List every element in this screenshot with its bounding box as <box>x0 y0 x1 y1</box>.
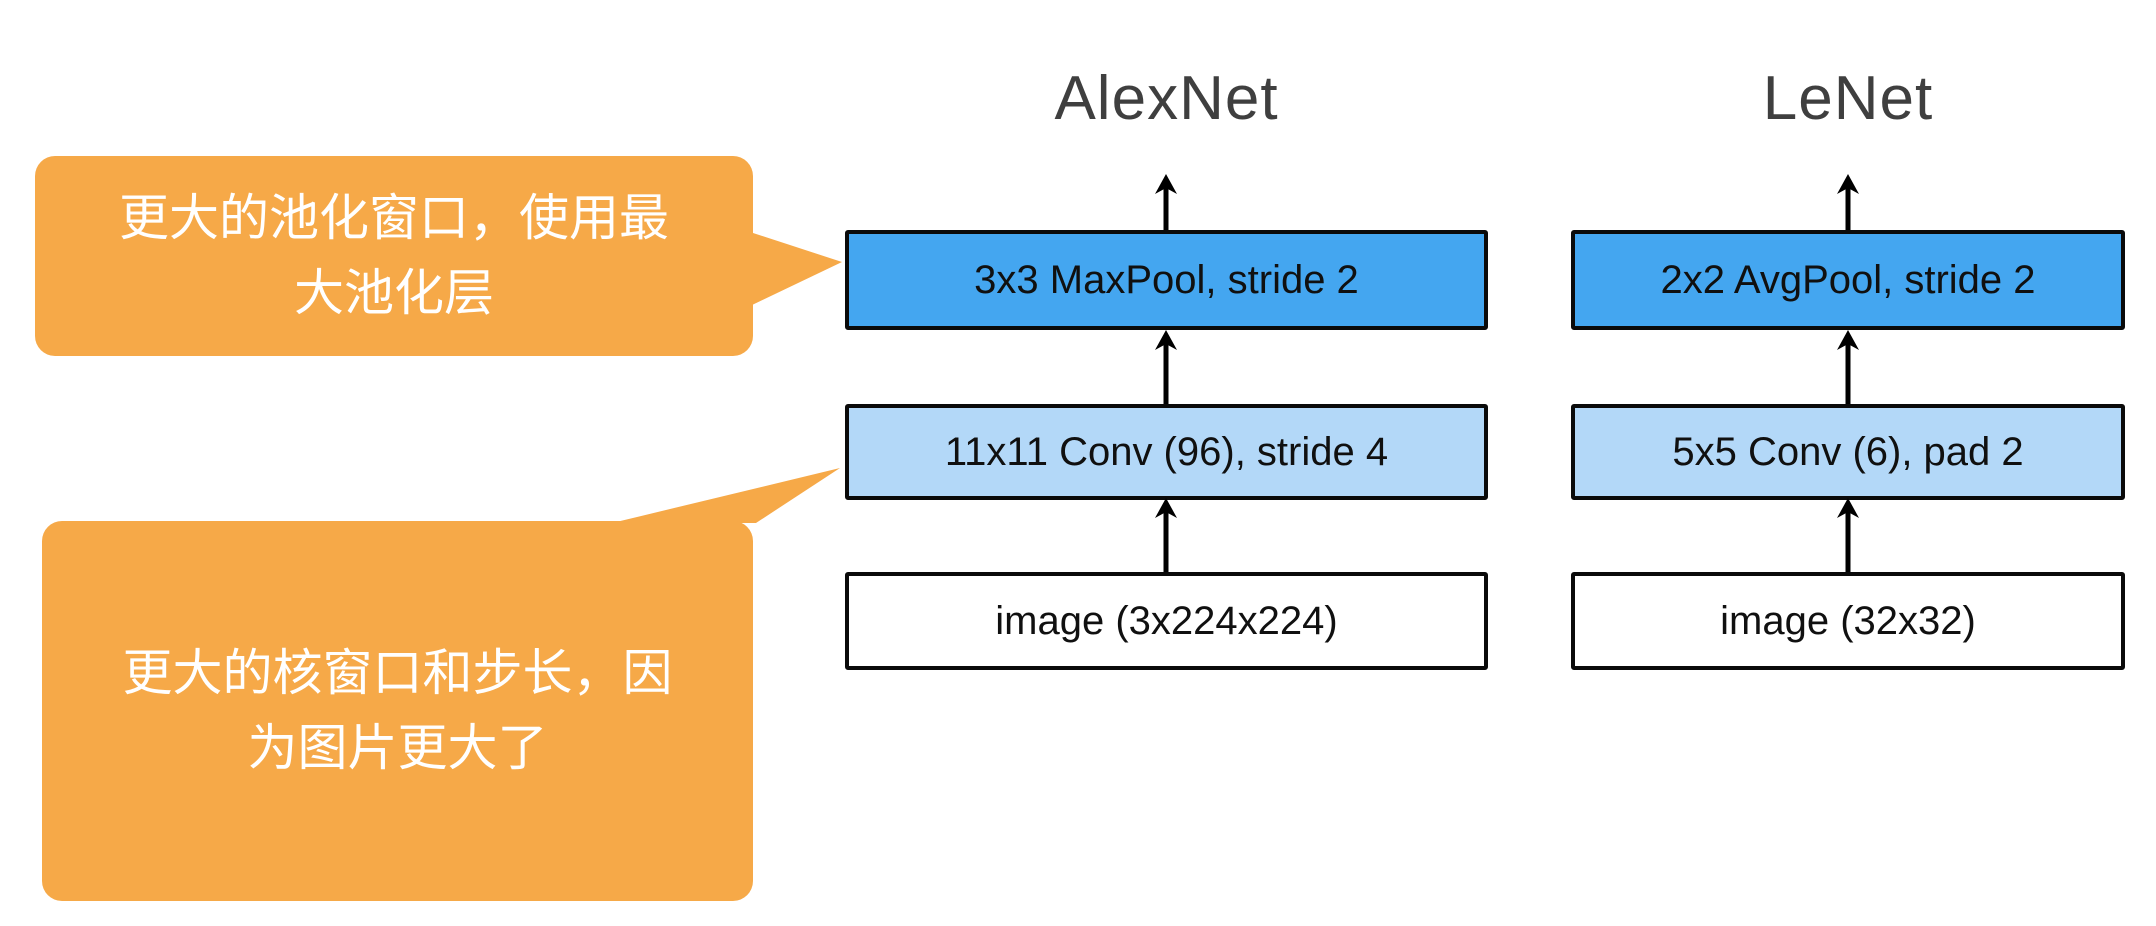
lenet-pool-layer: 2x2 AvgPool, stride 2 <box>1571 230 2125 330</box>
arrow-up-icon <box>1155 498 1177 572</box>
callout-kernel-note: 更大的核窗口和步长，因 为图片更大了 <box>42 521 753 901</box>
callout-pooling-text: 更大的池化窗口，使用最 大池化层 <box>119 190 669 321</box>
lenet-input-label: image (32x32) <box>1720 598 1976 643</box>
alexnet-pool-layer: 3x3 MaxPool, stride 2 <box>845 230 1488 330</box>
callout-kernel-tail <box>612 468 840 523</box>
callout-pooling-tail <box>750 232 842 306</box>
alexnet-conv-label: 11x11 Conv (96), stride 4 <box>944 429 1389 474</box>
lenet-pool-label: 2x2 AvgPool, stride 2 <box>1660 257 2036 302</box>
alexnet-conv-layer: 11x11 Conv (96), stride 4 <box>845 404 1488 500</box>
alexnet-input-label: image (3x224x224) <box>995 598 1338 643</box>
column-title-lenet: LeNet <box>1762 63 1934 133</box>
arrow-up-icon <box>1837 174 1859 230</box>
column-title-alexnet: AlexNet <box>1054 63 1279 133</box>
arrow-up-icon <box>1155 174 1177 230</box>
callout-kernel-text: 更大的核窗口和步长，因 为图片更大了 <box>122 645 673 776</box>
lenet-input-layer: image (32x32) <box>1571 572 2125 670</box>
arrow-up-icon <box>1837 498 1859 572</box>
lenet-conv-layer: 5x5 Conv (6), pad 2 <box>1571 404 2125 500</box>
arrow-up-icon <box>1837 330 1859 404</box>
lenet-conv-label: 5x5 Conv (6), pad 2 <box>1672 429 2024 474</box>
callout-pooling-note: 更大的池化窗口，使用最 大池化层 <box>35 156 753 356</box>
alexnet-input-layer: image (3x224x224) <box>845 572 1488 670</box>
alexnet-pool-label: 3x3 MaxPool, stride 2 <box>974 257 1359 302</box>
arrow-up-icon <box>1155 330 1177 404</box>
